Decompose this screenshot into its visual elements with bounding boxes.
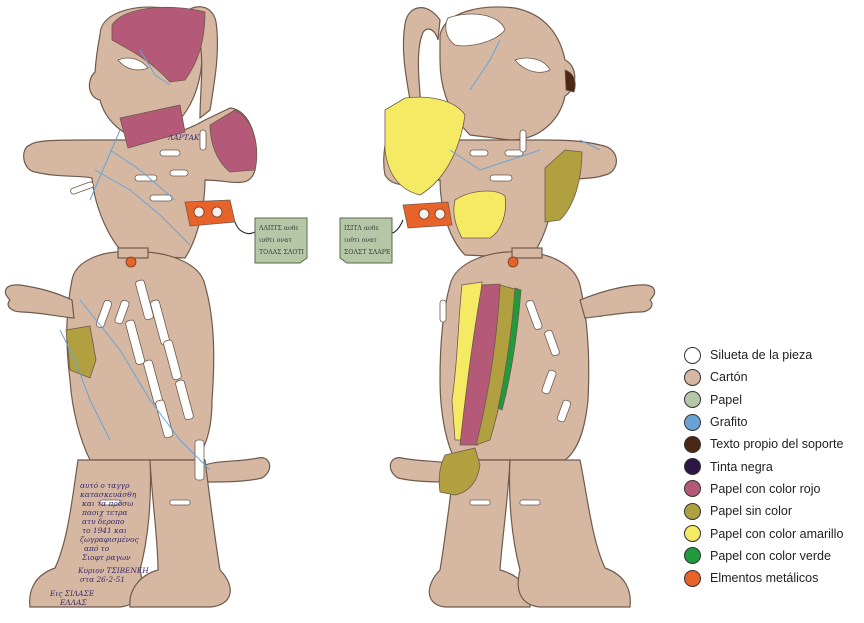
left-note-line-2: ιυθτι ονατ (259, 237, 292, 244)
leg-line-12: Εις ΣΙΛΑΣΕ (49, 589, 95, 598)
right-lower-arm-right (580, 285, 655, 318)
legend-label: Papel con color rojo (710, 482, 820, 496)
leg-line-3: και τα πρόσω (81, 499, 133, 508)
legend-item-silueta: Silueta de la pieza (684, 344, 862, 366)
legend-swatch (684, 458, 701, 475)
left-paper-note: ΛΛΠΤΣ αοθε ιυθτι ονατ ΤΟΛΑΣ ΣΛΟΤΙ (235, 218, 307, 263)
legend-item-papel: Papel (684, 389, 862, 411)
right-paper-note: ΙΣΙΤΛ αοθε ιυθτι ονατ ΣΟΛΣΤ ΣΛΑΡΕ (340, 218, 403, 263)
right-note-line-3: ΣΟΛΣΤ ΣΛΑΡΕ (344, 249, 391, 256)
legend-swatch (684, 480, 701, 497)
legend-item-papel-amarillo: Papel con color amarillo (684, 522, 862, 544)
legend: Silueta de la pieza Cartón Papel Grafito… (684, 344, 862, 589)
legend-item-tinta-negra: Tinta negra (684, 455, 862, 477)
legend-label: Papel con color amarillo (710, 527, 843, 541)
legend-swatch (684, 525, 701, 542)
leg-line-8: από το (84, 544, 110, 553)
chest-inscription: ΛΑΡΤΑΚ (167, 133, 200, 142)
right-leg-right (509, 460, 630, 607)
leg-line-2: κατασκευάσθη (79, 490, 137, 499)
leg-line-11: στα 26-2-51 (80, 575, 125, 584)
right-yellow-patch-belly (454, 191, 506, 238)
right-metal-rivet-3 (508, 257, 518, 267)
legend-swatch (684, 414, 701, 431)
legend-label: Texto propio del soporte (710, 437, 843, 451)
legend-item-grafito: Grafito (684, 411, 862, 433)
legend-label: Papel sin color (710, 504, 792, 518)
left-figure (5, 7, 269, 607)
legend-label: Cartón (710, 370, 748, 384)
legend-swatch (684, 570, 701, 587)
legend-item-papel-sin-color: Papel sin color (684, 500, 862, 522)
legend-swatch (684, 391, 701, 408)
leg-line-5: ατυ δεροπο (82, 517, 125, 526)
legend-swatch (684, 547, 701, 564)
left-metal-rivet-1 (194, 207, 204, 217)
legend-label: Grafito (710, 415, 748, 429)
legend-swatch (684, 369, 701, 386)
leg-line-13: ΕΛΛΑΣ (59, 598, 87, 607)
legend-label: Tinta negra (710, 460, 773, 474)
left-lower-arm-left (5, 285, 74, 318)
legend-item-carton: Cartón (684, 366, 862, 388)
left-metal-rivet-2 (212, 207, 222, 217)
legend-label: Silueta de la pieza (710, 348, 812, 362)
legend-label: Papel (710, 393, 742, 407)
legend-label: Elmentos metálicos (710, 571, 818, 585)
left-metal-strip (185, 200, 235, 226)
left-metal-rivet-3 (126, 257, 136, 267)
legend-item-papel-rojo: Papel con color rojo (684, 478, 862, 500)
legend-swatch (684, 436, 701, 453)
legend-label: Papel con color verde (710, 549, 831, 563)
right-metal-rivet-2 (435, 209, 445, 219)
right-note-line-1: ΙΣΙΤΛ αοθε (344, 225, 379, 232)
leg-line-1: αυτό ο ταγγρ (80, 481, 130, 490)
left-lower-arm-right (205, 458, 270, 482)
right-metal-rivet-1 (419, 209, 429, 219)
left-note-line-3: ΤΟΛΑΣ ΣΛΟΤΙ (259, 249, 305, 256)
leg-line-9: Σιοφτ ραγων (81, 553, 131, 562)
legend-item-metalicos: Elmentos metálicos (684, 567, 862, 589)
leg-line-6: το 1941 και (82, 526, 127, 535)
leg-line-10: Κυριον ΤΣΙΒΕΝΕΗ (77, 566, 149, 575)
legend-item-papel-verde: Papel con color verde (684, 545, 862, 567)
right-note-line-2: ιυθτι ονατ (344, 237, 377, 244)
legend-swatch (684, 503, 701, 520)
legend-swatch (684, 347, 701, 364)
legend-item-texto-soporte: Texto propio del soporte (684, 433, 862, 455)
leg-line-4: παοιχ τετρα (81, 508, 128, 517)
leg-line-7: ζωγραφισμένος (80, 535, 140, 544)
left-note-line-1: ΛΛΠΤΣ αοθε (258, 225, 299, 232)
